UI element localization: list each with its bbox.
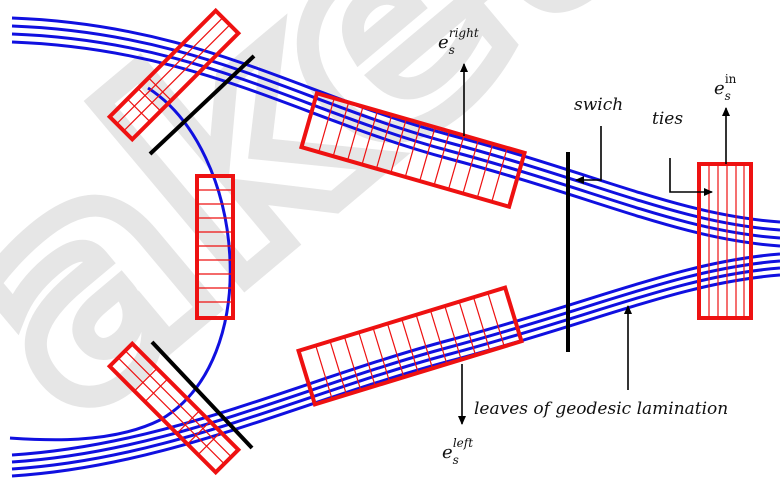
upper-branch-rails: [11, 16, 780, 248]
tie-block-lower-left: [106, 340, 242, 476]
tie-block-in: [697, 162, 753, 320]
label-ties: ties: [652, 109, 683, 129]
bar-lower-left: [150, 340, 254, 450]
label-e-in: esin: [714, 72, 737, 103]
label-leaves: leaves of geodesic lamination: [474, 399, 728, 419]
arrow-ties: [669, 158, 713, 196]
tie-block-upper-left: [106, 7, 242, 143]
bar-upper-left: [148, 54, 256, 156]
label-swich: swich: [574, 95, 623, 115]
label-e-left: esleft: [442, 436, 473, 467]
arrow-swich: [575, 126, 602, 184]
label-e-right: esright: [438, 26, 479, 57]
loop-curve: [9, 86, 232, 442]
lower-branch-rails: [11, 252, 780, 478]
tie-block-left-branch: [296, 285, 524, 407]
tie-block-right-branch: [298, 90, 528, 210]
tie-block-loop: [195, 174, 235, 320]
